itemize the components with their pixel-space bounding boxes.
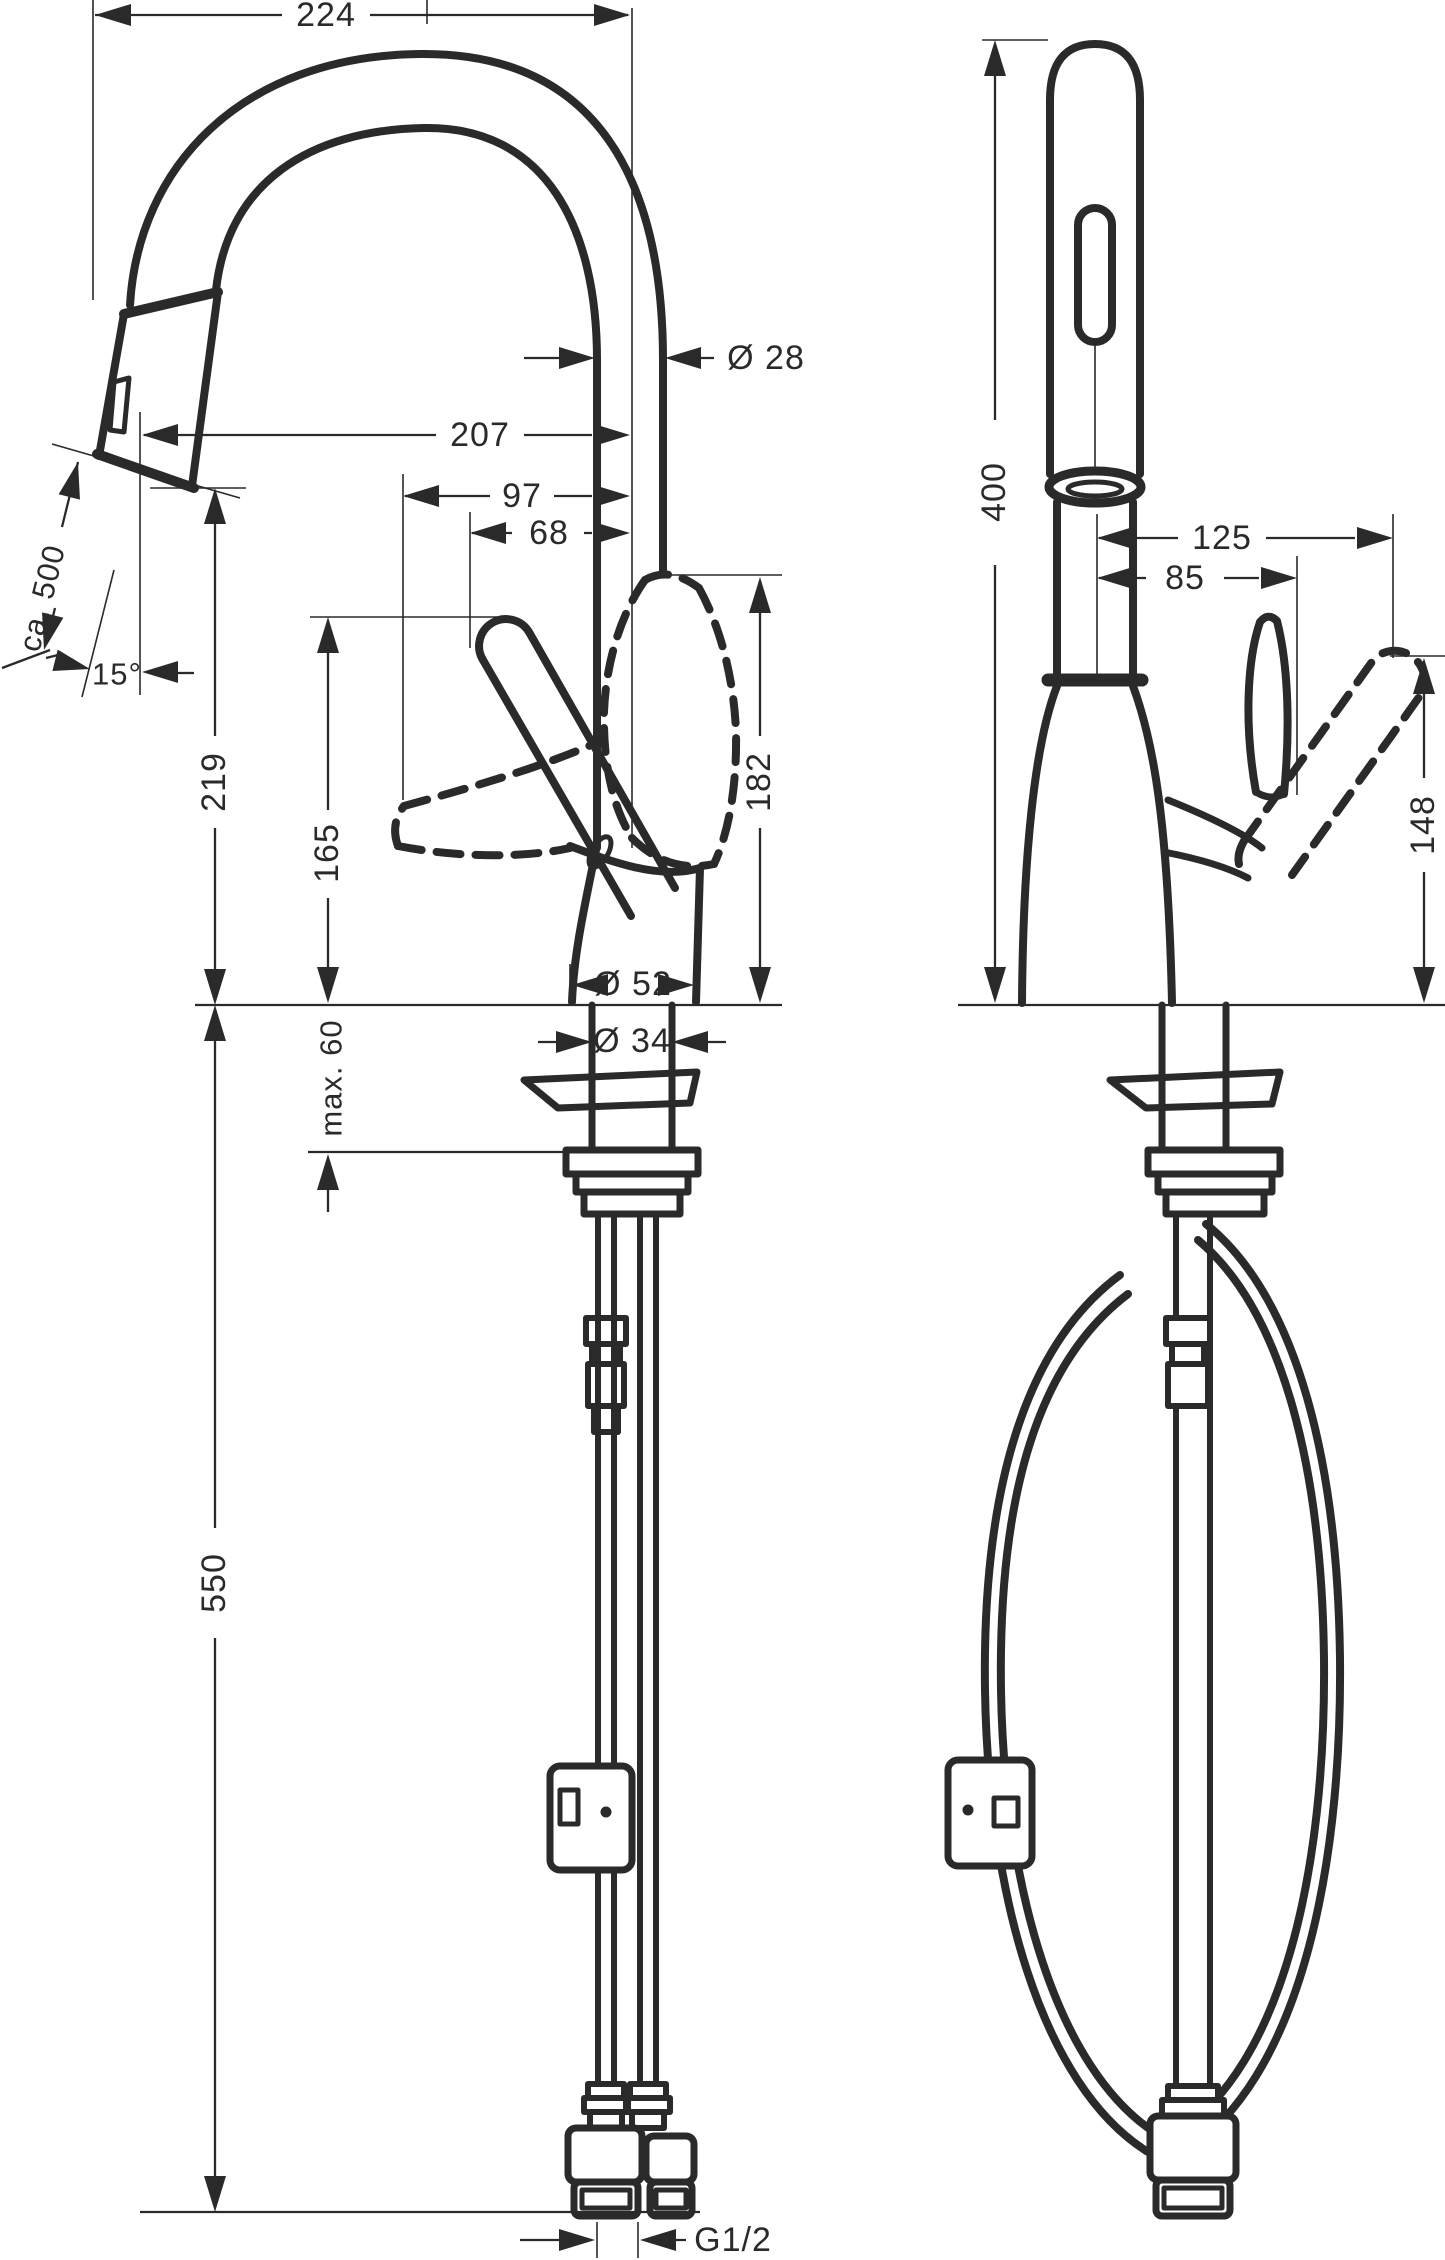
lever-handle-side [1244,612,1292,801]
dim-shank-diameter-label: Ø 34 [593,1022,671,1060]
supply-connectors-front [564,2081,698,2220]
dim-hose-length-below-label: 550 [195,1553,233,1613]
supply-hoses-side [1163,1211,1213,2089]
dim-handle-reach: 68 [469,512,630,648]
dim-handle-projection-max: 125 [1096,514,1394,676]
dim-outlet-height-label: 219 [195,752,233,812]
check-valve-box-front [546,1762,636,1874]
hose-coupling-front [583,1315,629,1435]
spray-clip [107,375,132,435]
dim-base-diameter-label: Ø 52 [594,965,672,1003]
spray-head [51,287,241,499]
hose-coupling-side [1163,1315,1213,1409]
dim-handle-height-raised: 182 [650,574,782,1003]
dim-handle-reach-max: 97 [402,474,630,800]
dim-max-deck-thickness-label: max. 60 [314,1019,349,1136]
dim-outlet-reach: 207 [139,412,630,695]
dim-handle-projection-max-label: 125 [1192,519,1252,557]
dim-height-overall: 400 [975,39,1048,1003]
dim-handle-projection-label: 85 [1165,559,1205,597]
dim-connection-thread: G1/2 [520,2221,772,2259]
side-view: 400 [944,39,1445,2220]
dim-spout-width: 224 [92,0,630,300]
mounting-nut-front [562,1146,702,1218]
dim-outlet-reach-label: 207 [450,416,510,454]
spray-joint-seam [1044,466,1146,508]
dim-handle-height: 165 [308,616,514,1003]
supply-connector-side [1146,2083,1240,2220]
faucet-body-side [1018,682,1266,1007]
dim-handle-height-label: 165 [308,823,346,883]
spray-grip-slot [1074,204,1116,346]
mounting-hardware-side [1106,1001,1284,1218]
dim-shank-diameter: Ø 34 [538,1022,726,1060]
lever-handle-raised-dashed-side [1234,646,1429,880]
spout-outline [126,49,667,852]
pullout-hose-loop [980,1220,1345,2161]
dim-handle-height-raised-side-label: 148 [1404,795,1442,855]
dim-spout-width-label: 224 [296,0,356,34]
dim-height-overall-label: 400 [975,462,1013,522]
dim-handle-reach-max-label: 97 [502,477,542,515]
dim-outlet-angle: 15° [45,569,194,698]
mounting-flange-front [520,1068,701,1112]
mounting-hardware-front [520,1001,702,1218]
faucet-body [566,841,704,1006]
dim-base-diameter: Ø 52 [569,964,696,1003]
front-view: 224 Ø 28 207 97 [1,0,805,2259]
dim-outlet-angle-label: 15° [92,657,142,692]
dim-hose-pullout: ca. 500 [1,461,80,670]
lever-handle-raised-dashed [391,570,741,871]
dim-spout-diameter-label: Ø 28 [727,339,805,377]
hose-weight-box [944,1756,1036,1870]
dim-handle-reach-label: 68 [529,514,569,552]
dim-hose-length-below: 550 [140,1005,700,2214]
dim-hose-pullout-label: ca. 500 [12,541,72,655]
dim-connection-thread-label: G1/2 [694,2221,772,2259]
dim-handle-height-raised-side: 148 [1390,655,1445,1003]
dim-handle-projection: 85 [1097,556,1298,795]
dim-spout-diameter: Ø 28 [524,339,805,377]
dim-handle-height-raised-label: 182 [740,752,778,812]
supply-hoses-front [546,1211,698,2220]
dim-outlet-height: 219 [150,487,246,1005]
